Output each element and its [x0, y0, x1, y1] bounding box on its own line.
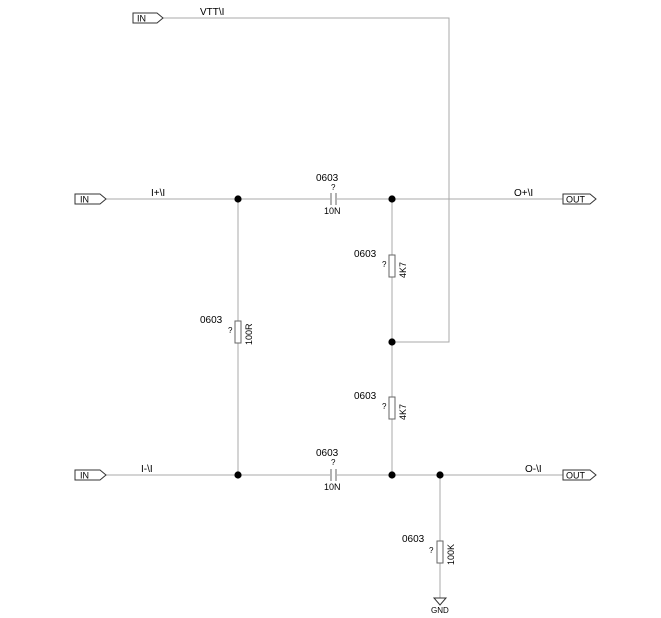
net-label-i-minus: I-\I	[141, 464, 153, 475]
wire-vtt	[163, 17, 450, 343]
resistor-refdes: ?	[382, 402, 387, 411]
net-label-o-plus: O+\I	[514, 188, 533, 199]
port-label: IN	[137, 14, 146, 24]
capacitor-top[interactable]: 0603 ? 10N	[316, 173, 341, 216]
resistor-refdes: ?	[228, 326, 233, 335]
junction-dot	[388, 195, 396, 203]
resistor-refdes: ?	[382, 260, 387, 269]
capacitor-refdes: ?	[331, 458, 336, 467]
resistor-body	[388, 254, 396, 278]
resistor-body	[234, 320, 242, 344]
wires	[106, 17, 563, 598]
junction-dot	[234, 471, 242, 479]
junction-dot	[388, 338, 396, 346]
junction-dot	[388, 471, 396, 479]
capacitor-package: 0603	[316, 448, 339, 459]
capacitor-package: 0603	[316, 173, 339, 184]
resistor-refdes: ?	[429, 546, 434, 555]
resistor-value: 4K7	[398, 404, 408, 420]
port-symbol	[562, 469, 597, 481]
ground-symbol: GND	[431, 597, 449, 615]
capacitor-bottom[interactable]: 0603 ? 10N	[316, 448, 341, 492]
port-i-minus-in[interactable]: IN	[74, 469, 107, 481]
resistor-100r[interactable]: 0603 ? 100R	[200, 315, 254, 345]
resistor-package: 0603	[354, 249, 377, 260]
port-label: OUT	[566, 471, 586, 481]
resistor-value: 4K7	[398, 262, 408, 278]
ground-label: GND	[431, 606, 449, 615]
net-label-vtt: VTT\I	[200, 7, 224, 18]
ground-icon	[432, 597, 448, 606]
port-o-plus-out[interactable]: OUT	[562, 193, 597, 205]
port-label: OUT	[566, 195, 586, 205]
port-label: IN	[80, 471, 89, 481]
net-label-i-plus: I+\I	[151, 188, 165, 199]
resistor-package: 0603	[200, 315, 223, 326]
junction-dot	[436, 471, 444, 479]
port-o-minus-out[interactable]: OUT	[562, 469, 597, 481]
capacitor-refdes: ?	[331, 183, 336, 192]
resistor-4k7-top[interactable]: 0603 ? 4K7	[354, 249, 408, 278]
port-i-plus-in[interactable]: IN	[74, 193, 107, 205]
junctions	[234, 195, 444, 479]
port-label: IN	[80, 195, 89, 205]
port-symbol	[132, 12, 164, 24]
port-vtt-in[interactable]: IN	[132, 12, 164, 24]
port-symbol	[562, 193, 597, 205]
port-symbol	[74, 469, 107, 481]
resistor-package: 0603	[354, 391, 377, 402]
net-label-o-minus: O-\I	[525, 464, 542, 475]
resistor-value: 100K	[446, 544, 456, 565]
port-symbol	[74, 193, 107, 205]
resistor-100k[interactable]: 0603 ? 100K	[402, 534, 456, 565]
junction-dot	[234, 195, 242, 203]
resistor-body	[388, 396, 396, 420]
resistor-4k7-bottom[interactable]: 0603 ? 4K7	[354, 391, 408, 420]
resistor-package: 0603	[402, 534, 425, 545]
capacitor-value: 10N	[324, 206, 341, 216]
capacitor-value: 10N	[324, 482, 341, 492]
resistor-body	[436, 540, 444, 564]
resistor-value: 100R	[244, 323, 254, 345]
